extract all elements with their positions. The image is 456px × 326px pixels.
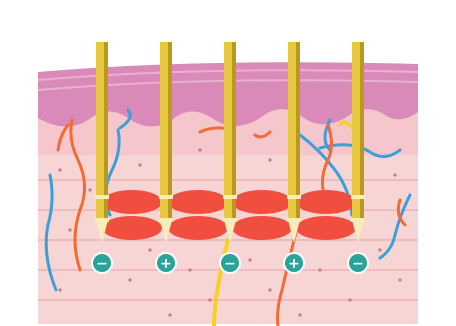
polarity-badge-negative: −: [92, 253, 112, 273]
polarity-label: −: [224, 256, 236, 272]
energy-zone: [168, 216, 228, 240]
polarity-label: +: [160, 256, 172, 272]
electrode-needle: [95, 42, 109, 243]
electrode-needle: [159, 42, 173, 243]
polarity-label: −: [352, 256, 364, 272]
polarity-badge-positive: +: [156, 253, 176, 273]
energy-zone: [102, 216, 162, 240]
energy-zone: [296, 216, 356, 240]
energy-zone: [168, 190, 228, 214]
energy-zone: [232, 216, 292, 240]
electrode-needle: [223, 42, 237, 243]
energy-zone: [232, 190, 292, 214]
polarity-label: −: [96, 256, 108, 272]
energy-zone: [102, 190, 162, 214]
polarity-badge-negative: −: [348, 253, 368, 273]
energy-zone: [296, 190, 356, 214]
polarity-badge-positive: +: [284, 253, 304, 273]
electrode-needle: [351, 42, 365, 243]
polarity-label: +: [288, 256, 300, 272]
polarity-badge-negative: −: [220, 253, 240, 273]
electrode-needle: [287, 42, 301, 243]
